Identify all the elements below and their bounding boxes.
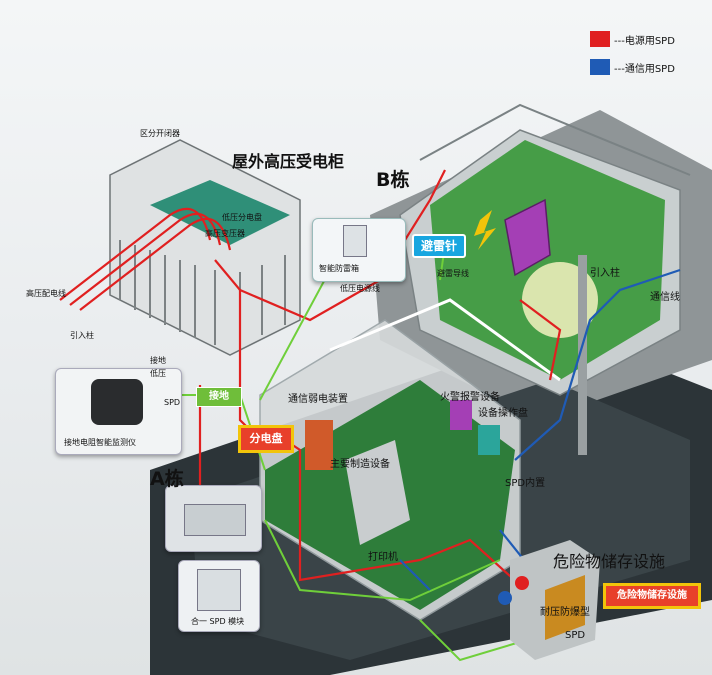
spd-module-label: 合一 SPD 模块 (191, 617, 245, 626)
legend: ---电源用SPD ---通信用SPD (590, 30, 675, 86)
ground-monitor-label: 接地电阻智能监测仪 (64, 438, 136, 447)
lv-small-label: 低压 (150, 369, 166, 378)
outdoor-cabinet-title: 屋外高压受电柜 (232, 152, 345, 171)
legend-swatch-blue (590, 59, 610, 75)
lv-power-line-label: 低压电源线 (340, 284, 380, 293)
lightning-rod-tag: 避雷针 (412, 234, 466, 258)
building-b-device (504, 198, 551, 277)
building-a-title: A栋 (150, 468, 184, 490)
spd-box-icon (343, 225, 367, 257)
cabinet-frame (109, 139, 301, 356)
device-panel-label: 设备操作盘 (478, 408, 528, 419)
spd-comm-marker (498, 591, 512, 605)
comm-device (305, 420, 333, 470)
fire-alarm-label: 火警报警设备 (440, 392, 500, 403)
device-panel-box (478, 425, 500, 455)
spd-module-callout: 合一 SPD 模块 (178, 560, 260, 632)
building-b-roof (419, 103, 691, 176)
ground-monitor-icon (91, 379, 143, 425)
explosion-proof-label: 耐压防爆型 (540, 607, 590, 618)
comm-weak-device-label: 通信弱电装置 (288, 394, 348, 405)
spd-module-icon (197, 569, 241, 611)
legend-label: ---电源用SPD (614, 35, 675, 47)
ground-tag: 接地 (196, 387, 242, 407)
hazard-storage-title: 危险物储存设施 (553, 552, 666, 571)
main-manufacturing-label: 主要制造设备 (330, 459, 390, 470)
spd-small-label: SPD (164, 398, 181, 407)
spd-power-marker (515, 576, 529, 590)
legend-label: ---通信用SPD (614, 63, 675, 75)
entry-pole-right-label: 引入柱 (590, 268, 620, 279)
building-a-roof (329, 298, 561, 382)
printer-label: 打印机 (368, 552, 398, 563)
manufacturing-machine (345, 440, 410, 545)
comm-line-label: 通信线 (650, 292, 680, 303)
building-b-floor (430, 140, 665, 380)
entry-pole (578, 255, 587, 455)
hv-line-label: 高压配电线 (26, 289, 66, 298)
entry-pole-left-label: 引入柱 (70, 331, 94, 340)
hazard-storage-tag: 危险物储存设施 (603, 583, 701, 609)
building-b-title: B栋 (376, 169, 410, 191)
ground-small-label: 接地 (150, 356, 166, 365)
legend-item-power: ---电源用SPD (590, 30, 675, 48)
building-a-callout (165, 485, 262, 552)
smart-spd-label: 智能防雷箱 (319, 264, 359, 273)
zone-switch-label: 区分开闭器 (140, 129, 180, 138)
fire-alarm-device (450, 400, 472, 430)
smart-spd-callout: 智能防雷箱 (312, 218, 406, 282)
distribution-panel-tag: 分电盘 (238, 425, 294, 453)
cabinet-roof (150, 180, 290, 245)
hv-transformer-label: 高压变压器 (205, 229, 245, 238)
low-voltage-panel-label: 低压分电盘 (222, 213, 262, 222)
ground-monitor-callout: 接地电阻智能监测仪 (55, 368, 182, 455)
power-lines (59, 169, 562, 586)
storage-tank (545, 575, 585, 640)
legend-item-comm: ---通信用SPD (590, 58, 675, 76)
spd-internal-label: SPD内置 (505, 478, 546, 489)
legend-swatch-red (590, 31, 610, 47)
spd-bottom-label: SPD (565, 630, 586, 641)
equipment-photo (184, 504, 246, 536)
lightning-bolt-icon (474, 210, 496, 250)
hazard-line-label: 避雷导线 (437, 269, 469, 278)
